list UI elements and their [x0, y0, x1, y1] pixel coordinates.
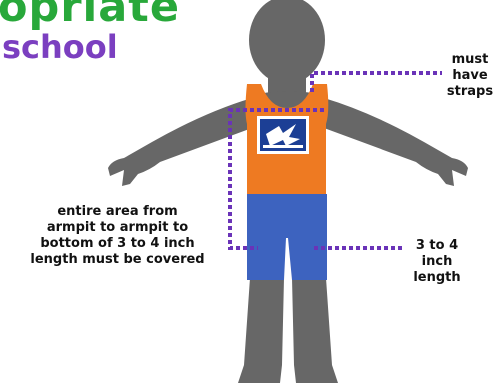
right-arm: [324, 98, 468, 186]
right-leg: [292, 278, 338, 383]
left-leg: [238, 278, 284, 383]
shorts: [247, 194, 327, 280]
neck: [268, 72, 306, 94]
length-label: 3 to 4 inch length: [396, 238, 478, 286]
shirt-logo-icon: [257, 116, 309, 154]
straps-guide-line: [312, 73, 442, 92]
coverage-label: entire area from armpit to armpit to bot…: [10, 204, 225, 268]
straps-label: must have straps: [440, 52, 500, 100]
head: [249, 0, 325, 84]
